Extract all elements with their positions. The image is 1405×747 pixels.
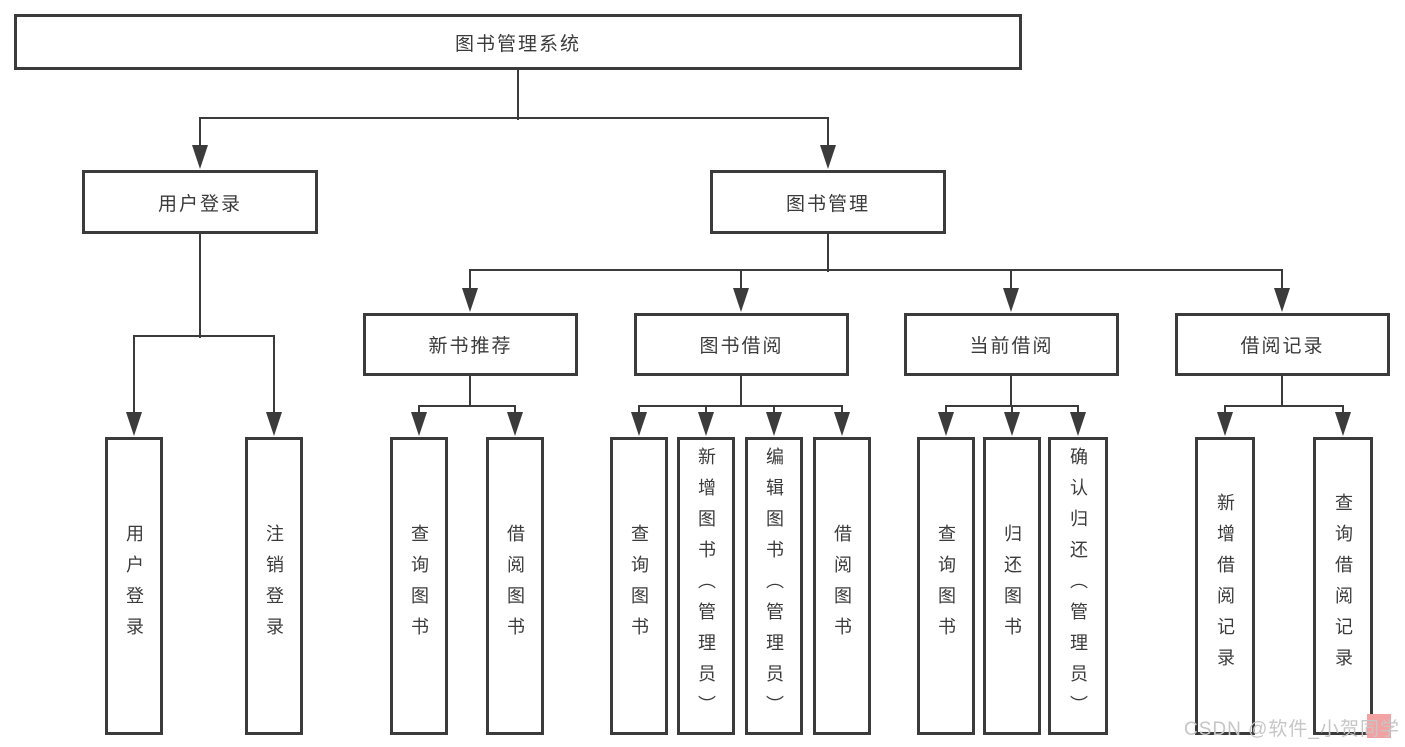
arrow-down-icon (1335, 412, 1351, 436)
leaf-query-books-recommend: 查询图书 (390, 437, 448, 735)
node-book-borrow: 图书借阅 (634, 313, 849, 376)
arrow-down-icon (1003, 288, 1019, 312)
node-current-borrow: 当前借阅 (904, 313, 1119, 376)
arrow-down-icon (698, 412, 714, 436)
node-label: 借阅记录 (1240, 336, 1325, 357)
leaf-borrow-books-recommend: 借阅图书 (486, 437, 544, 735)
leaf-add-borrow-record: 新增借阅记录 (1195, 437, 1255, 735)
leaf-label: 用户登录 (124, 524, 144, 648)
node-label: 图书管理系统 (454, 33, 581, 55)
leaf-query-books-borrow: 查询图书 (610, 437, 668, 735)
arrow-down-icon (507, 412, 523, 436)
arrow-down-icon (126, 412, 142, 436)
leaf-add-book-admin: 新增图书（管理员） (677, 437, 735, 735)
leaf-confirm-return-admin: 确认归还（管理员） (1048, 437, 1108, 735)
leaf-query-borrow-record: 查询借阅记录 (1313, 437, 1373, 735)
arrow-down-icon (938, 412, 954, 436)
leaf-borrow-books: 借阅图书 (813, 437, 871, 735)
node-book-management: 图书管理 (710, 170, 946, 234)
watermark-text: CSDN @软件_小贺同学 (1184, 719, 1400, 740)
arrow-down-icon (192, 145, 208, 169)
node-root-library-system: 图书管理系统 (14, 14, 1022, 70)
arrow-down-icon (766, 412, 782, 436)
node-new-book-recommend: 新书推荐 (363, 313, 578, 376)
watermark-accent-square (1367, 714, 1391, 738)
arrow-down-icon (411, 412, 427, 436)
arrow-down-icon (1217, 412, 1233, 436)
node-borrow-records: 借阅记录 (1175, 313, 1390, 376)
arrow-down-icon (1070, 412, 1086, 436)
node-user-login: 用户登录 (82, 170, 318, 234)
leaf-label: 查询图书 (409, 524, 429, 648)
leaf-label: 注销登录 (264, 524, 284, 648)
leaf-edit-book-admin: 编辑图书（管理员） (745, 437, 803, 735)
arrow-down-icon (462, 288, 478, 312)
connector-lines (133, 70, 1344, 414)
leaf-label: 确认归还（管理员） (1068, 446, 1088, 726)
leaf-logout: 注销登录 (245, 437, 303, 735)
leaf-label: 新增借阅记录 (1215, 493, 1235, 679)
arrow-down-icon (1004, 412, 1020, 436)
leaf-label: 借阅图书 (505, 524, 525, 648)
arrow-down-icon (834, 412, 850, 436)
leaf-label: 归还图书 (1002, 524, 1022, 648)
leaf-label: 查询图书 (936, 524, 956, 648)
arrow-down-icon (820, 145, 836, 169)
leaf-query-books-current: 查询图书 (917, 437, 975, 735)
node-label: 图书借阅 (699, 336, 784, 357)
arrow-down-icon (1274, 288, 1290, 312)
leaf-label: 查询图书 (629, 524, 649, 648)
node-label: 新书推荐 (428, 336, 513, 357)
arrow-down-icon (733, 288, 749, 312)
node-label: 图书管理 (785, 193, 870, 215)
leaf-label: 编辑图书（管理员） (764, 446, 784, 726)
leaf-label: 新增图书（管理员） (696, 446, 716, 726)
leaf-label: 借阅图书 (832, 524, 852, 648)
node-label: 当前借阅 (969, 336, 1054, 357)
leaf-return-book: 归还图书 (983, 437, 1041, 735)
arrow-down-icon (266, 412, 282, 436)
leaf-label: 查询借阅记录 (1333, 493, 1353, 679)
arrow-down-icon (631, 412, 647, 436)
node-label: 用户登录 (157, 193, 242, 215)
leaf-user-login: 用户登录 (105, 437, 163, 735)
